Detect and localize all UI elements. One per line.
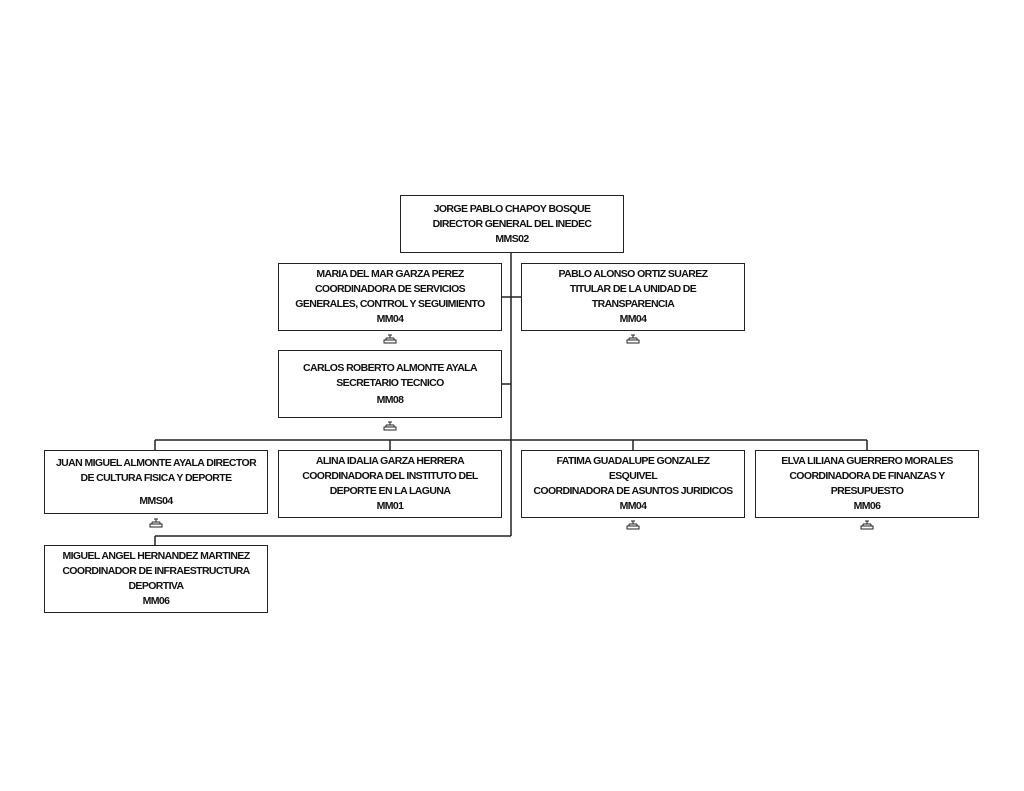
node-unidad-transparencia[interactable]: PABLO ALONSO ORTIZ SUAREZ TITULAR DE LA … bbox=[521, 263, 745, 331]
sub-org-chart-icon[interactable] bbox=[860, 520, 874, 530]
sub-org-chart-icon[interactable] bbox=[383, 421, 397, 431]
node-title-line-1: TITULAR DE LA UNIDAD DE bbox=[569, 283, 697, 295]
node-code: MM04 bbox=[619, 313, 647, 325]
node-coordinacion-finanzas[interactable]: ELVA LILIANA GUERRERO MORALES COORDINADO… bbox=[755, 450, 979, 518]
node-code: MM08 bbox=[376, 393, 404, 406]
node-title-line-1: COORDINADORA DE FINANZAS Y bbox=[789, 470, 945, 482]
node-code: MM04 bbox=[619, 500, 647, 512]
node-title-line-1: COORDINADORA DE SERVICIOS bbox=[314, 283, 466, 295]
node-title-line-1: COORDINADOR DE INFRAESTRUCTURA bbox=[62, 565, 250, 577]
node-title-line-2: GENERALES, CONTROL Y SEGUIMIENTO bbox=[295, 298, 485, 310]
node-code: MM01 bbox=[376, 500, 404, 512]
node-title-line-2: TRANSPARENCIA bbox=[591, 298, 675, 310]
node-coordinacion-servicios-generales[interactable]: MARIA DEL MAR GARZA PEREZ COORDINADORA D… bbox=[278, 263, 502, 331]
sub-org-chart-icon[interactable] bbox=[383, 334, 397, 344]
node-instituto-deporte-laguna[interactable]: ALINA IDALIA GARZA HERRERA COORDINADORA … bbox=[278, 450, 502, 518]
node-name: MIGUEL ANGEL HERNANDEZ MARTINEZ bbox=[62, 550, 250, 562]
node-coordinacion-infraestructura[interactable]: MIGUEL ANGEL HERNANDEZ MARTINEZ COORDINA… bbox=[44, 545, 268, 613]
node-name: CARLOS ROBERTO ALMONTE AYALA bbox=[303, 361, 478, 374]
node-direccion-cultura-fisica[interactable]: JUAN MIGUEL ALMONTE AYALA DIRECTOR DE CU… bbox=[44, 450, 268, 514]
node-name: MARIA DEL MAR GARZA PEREZ bbox=[316, 268, 464, 280]
node-name: ALINA IDALIA GARZA HERRERA bbox=[315, 455, 465, 467]
node-name: JORGE PABLO CHAPOY BOSQUE bbox=[433, 202, 591, 215]
node-code: MMS02 bbox=[495, 232, 529, 245]
node-code: MMS04 bbox=[139, 494, 173, 507]
node-name: JUAN MIGUEL ALMONTE AYALA DIRECTOR bbox=[55, 456, 257, 469]
node-title: DE CULTURA FISICA Y DEPORTE bbox=[80, 471, 232, 484]
node-director-general[interactable]: JORGE PABLO CHAPOY BOSQUE DIRECTOR GENER… bbox=[400, 195, 624, 253]
node-title-line-2: PRESUPUESTO bbox=[830, 485, 904, 497]
node-title: COORDINADORA DE ASUNTOS JURIDICOS bbox=[533, 485, 733, 497]
node-title-line-2: DEPORTIVA bbox=[128, 580, 184, 592]
node-code: MM04 bbox=[376, 313, 404, 325]
sub-org-chart-icon[interactable] bbox=[626, 520, 640, 530]
node-name: PABLO ALONSO ORTIZ SUAREZ bbox=[558, 268, 709, 280]
node-name: ELVA LILIANA GUERRERO MORALES bbox=[781, 455, 953, 467]
node-name-line-1: FATIMA GUADALUPE GONZALEZ bbox=[556, 455, 711, 467]
sub-org-chart-icon[interactable] bbox=[626, 334, 640, 344]
node-coordinacion-asuntos-juridicos[interactable]: FATIMA GUADALUPE GONZALEZ ESQUIVEL COORD… bbox=[521, 450, 745, 518]
node-name-line-2: ESQUIVEL bbox=[608, 470, 658, 482]
node-code: MM06 bbox=[853, 500, 881, 512]
node-title-line-2: DEPORTE EN LA LAGUNA bbox=[329, 485, 451, 497]
node-secretario-tecnico[interactable]: CARLOS ROBERTO ALMONTE AYALA SECRETARIO … bbox=[278, 350, 502, 418]
sub-org-chart-icon[interactable] bbox=[149, 518, 163, 528]
node-code: MM06 bbox=[142, 595, 170, 607]
node-title-line-1: COORDINADORA DEL INSTITUTO DEL bbox=[302, 470, 478, 482]
node-title: SECRETARIO TECNICO bbox=[336, 376, 444, 389]
node-title: DIRECTOR GENERAL DEL INEDEC bbox=[432, 217, 592, 230]
